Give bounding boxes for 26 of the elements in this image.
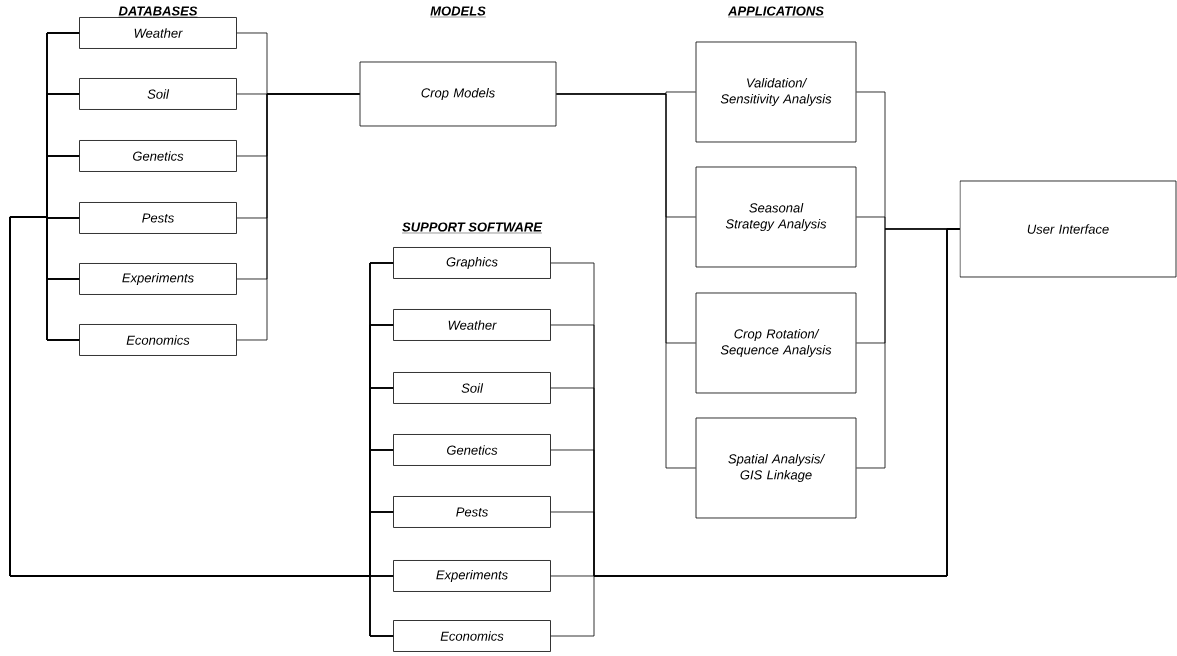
software-box: Experiments bbox=[393, 560, 551, 592]
software-box: Weather bbox=[393, 309, 551, 341]
interface-box: User Interface bbox=[959, 180, 1177, 278]
database-box: Weather bbox=[79, 17, 237, 49]
connector-line bbox=[236, 32, 360, 341]
database-box: Genetics bbox=[79, 140, 237, 172]
database-box: Soil bbox=[79, 78, 237, 110]
section-heading: SUPPORT SOFTWARE bbox=[401, 222, 543, 234]
application-box: Crop Rotation/ Sequence Analysis bbox=[695, 292, 857, 394]
model-box: Crop Models bbox=[359, 61, 557, 127]
section-heading: APPLICATIONS bbox=[727, 6, 825, 18]
connector-line bbox=[9, 32, 394, 637]
connector-line bbox=[550, 91, 960, 637]
connector-line bbox=[556, 91, 696, 469]
software-box: Soil bbox=[393, 372, 551, 404]
database-box: Pests bbox=[79, 202, 237, 234]
database-box: Experiments bbox=[79, 263, 237, 295]
software-box: Graphics bbox=[393, 247, 551, 279]
section-heading: MODELS bbox=[430, 6, 486, 18]
application-box: Validation/ Sensitivity Analysis bbox=[695, 41, 857, 143]
application-box: Seasonal Strategy Analysis bbox=[695, 166, 857, 268]
software-box: Economics bbox=[393, 620, 551, 652]
software-box: Pests bbox=[393, 496, 551, 528]
software-box: Genetics bbox=[393, 434, 551, 466]
application-box: Spatial Analysis/ GIS Linkage bbox=[695, 417, 857, 519]
database-box: Economics bbox=[79, 324, 237, 356]
